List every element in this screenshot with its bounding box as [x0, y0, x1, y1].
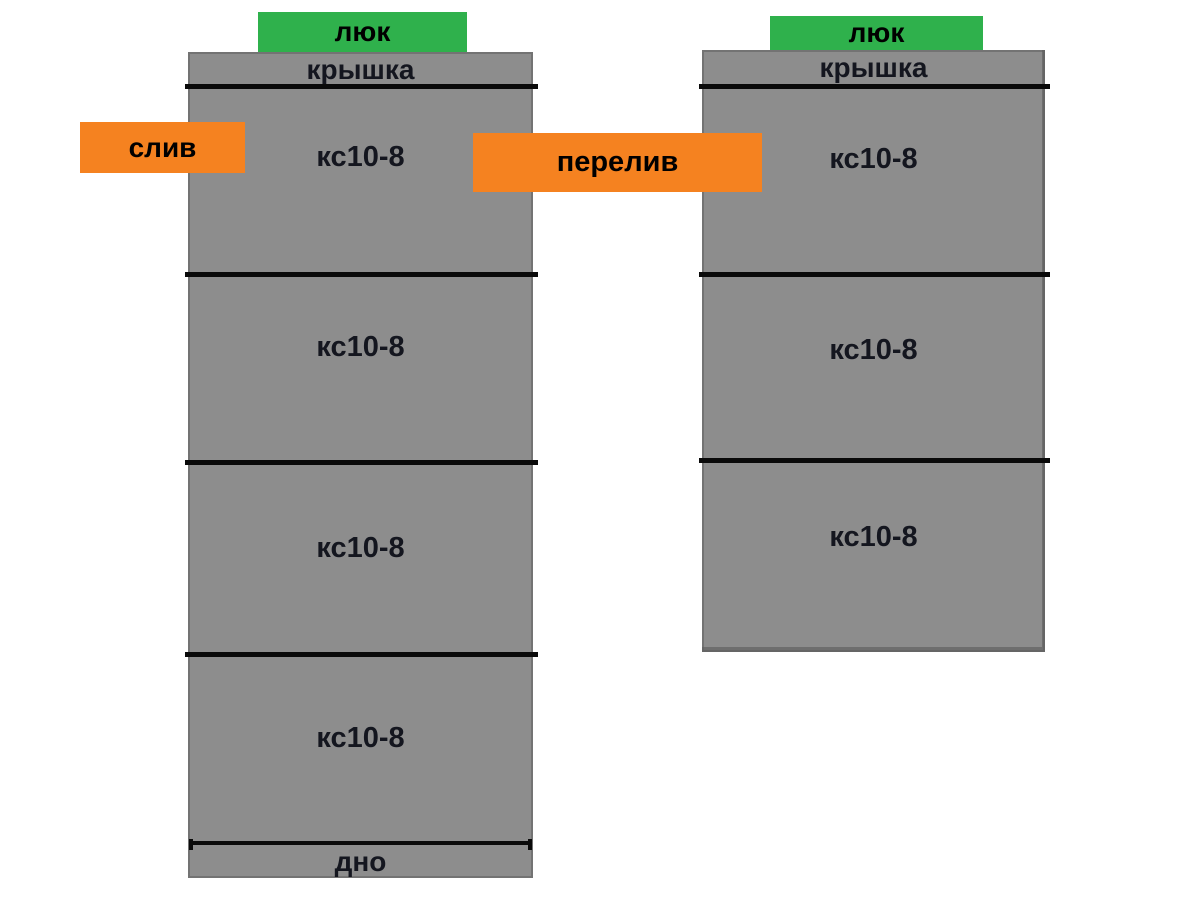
left-ring-line-1 — [185, 272, 538, 277]
left-bottom-line — [189, 839, 532, 850]
left-hatch: люк — [258, 12, 467, 52]
left-ring-4-label: кс10-8 — [316, 722, 405, 754]
right-ring-line-2 — [699, 458, 1050, 463]
right-ring-1-label: кс10-8 — [829, 143, 918, 175]
drain-callout-label: слив — [128, 131, 197, 163]
right-ring-3-label: кс10-8 — [829, 521, 918, 553]
drain-callout: слив — [80, 122, 245, 173]
left-ring-2-label: кс10-8 — [316, 331, 405, 363]
bottom-line-right-tick — [528, 839, 532, 850]
left-cover-label: крышка — [306, 54, 415, 85]
right-hatch: люк — [770, 16, 983, 50]
right-ring-line-1 — [699, 272, 1050, 277]
bottom-line-left-tick — [189, 839, 193, 850]
right-cover-label: крышка — [819, 52, 928, 83]
right-ring-2-label: кс10-8 — [829, 334, 918, 366]
left-bottom-label: дно — [334, 846, 387, 877]
right-hatch-label: люк — [848, 17, 905, 48]
left-cover-line — [185, 84, 538, 89]
left-ring-line-2 — [185, 460, 538, 465]
left-hatch-label: люк — [334, 16, 391, 47]
left-ring-line-3 — [185, 652, 538, 657]
overflow-callout: перелив — [473, 133, 762, 192]
overflow-callout-label: перелив — [556, 146, 679, 178]
left-ring-1-label: кс10-8 — [316, 141, 405, 173]
right-cover-line — [699, 84, 1050, 89]
left-ring-3-label: кс10-8 — [316, 532, 405, 564]
